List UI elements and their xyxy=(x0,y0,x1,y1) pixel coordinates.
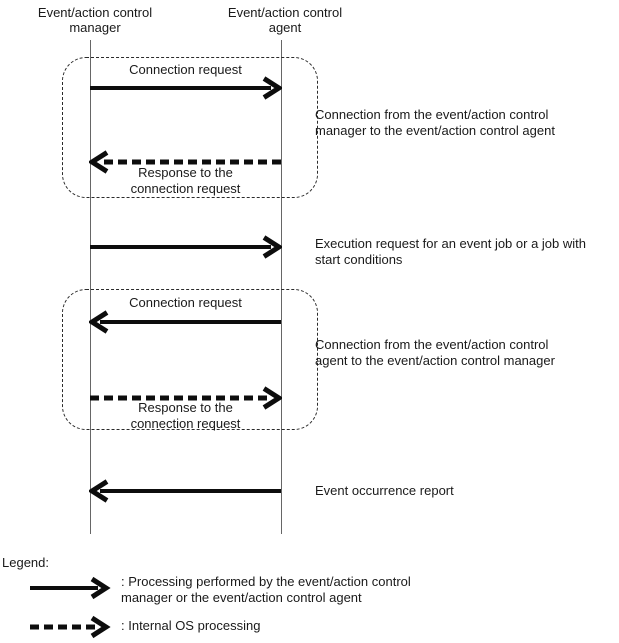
message-label-connection-response-1: Response to the connection request xyxy=(130,165,241,196)
annotation-execution-request: Execution request for an event job or a … xyxy=(315,236,586,267)
legend-item-dashed-text: : Internal OS processing xyxy=(121,618,261,633)
connection-group-box-1 xyxy=(62,57,318,198)
message-arrow-execution-request xyxy=(89,234,282,260)
legend-item-dashed-symbol xyxy=(28,614,118,640)
message-arrow-connection-response-2 xyxy=(89,385,282,411)
dashed-arrow-right-icon xyxy=(90,386,282,410)
legend-solid-arrow-icon xyxy=(30,576,111,600)
message-label-connection-request-2: Connection request xyxy=(129,295,242,310)
actor-label-manager: Event/action control manager xyxy=(37,5,153,35)
message-label-connection-response-2: Response to the connection request xyxy=(130,400,241,431)
solid-arrow-right-icon xyxy=(90,76,282,100)
annotation-connection-manager-to-agent: Connection from the event/action control… xyxy=(315,107,555,138)
message-arrow-connection-response-1 xyxy=(89,149,282,175)
actor-label-agent: Event/action control agent xyxy=(227,5,343,35)
message-arrow-connection-request-1 xyxy=(89,75,282,101)
solid-arrow-left-icon xyxy=(89,310,281,334)
message-arrow-event-occurrence-report xyxy=(89,478,282,504)
connection-group-box-2 xyxy=(62,289,318,430)
solid-arrow-right-icon xyxy=(90,235,282,259)
legend-title: Legend: xyxy=(2,555,49,570)
lifeline-agent xyxy=(281,40,282,534)
lifeline-manager xyxy=(90,40,91,534)
legend-item-solid-text: : Processing performed by the event/acti… xyxy=(121,574,411,605)
message-label-connection-request-1: Connection request xyxy=(129,62,242,77)
message-arrow-connection-request-2 xyxy=(89,309,282,335)
legend-item-solid-symbol xyxy=(28,575,118,601)
solid-arrow-left-icon xyxy=(89,479,281,503)
dashed-arrow-left-icon xyxy=(89,150,281,174)
legend-dashed-arrow-icon xyxy=(30,615,111,639)
annotation-connection-agent-to-manager: Connection from the event/action control… xyxy=(315,337,555,368)
annotation-event-occurrence-report: Event occurrence report xyxy=(315,483,454,498)
